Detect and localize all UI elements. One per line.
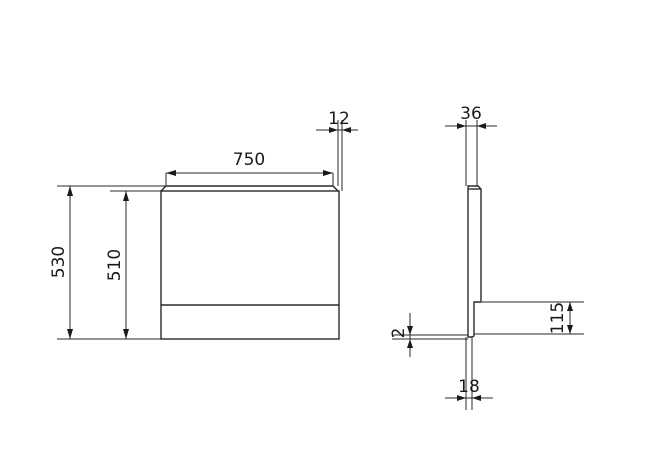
dim-height-510: 510 <box>105 190 161 339</box>
total-height-label: 530 <box>49 246 69 278</box>
bottom-depth-label: 18 <box>458 377 480 397</box>
front-panel <box>160 190 340 340</box>
foot-height-label: 115 <box>548 302 568 334</box>
side-profile <box>467 185 482 338</box>
dim-depth-18: 18 <box>445 337 493 410</box>
dim-thickness-12: 12 <box>316 109 358 191</box>
panel-top-rail <box>160 185 339 192</box>
dim-width-750: 750 <box>165 150 334 186</box>
dim-depth-36: 36 <box>445 104 497 186</box>
panel-height-label: 510 <box>105 249 125 281</box>
dim-height-530: 530 <box>49 185 166 340</box>
thickness-label: 12 <box>328 109 350 129</box>
gap-label: 2 <box>389 328 409 339</box>
dim-height-115: 115 <box>474 301 584 335</box>
side-view <box>467 185 482 338</box>
dim-gap-2: 2 <box>389 313 468 357</box>
top-depth-label: 36 <box>460 104 482 124</box>
front-view <box>160 185 340 340</box>
width-label: 750 <box>233 150 265 170</box>
